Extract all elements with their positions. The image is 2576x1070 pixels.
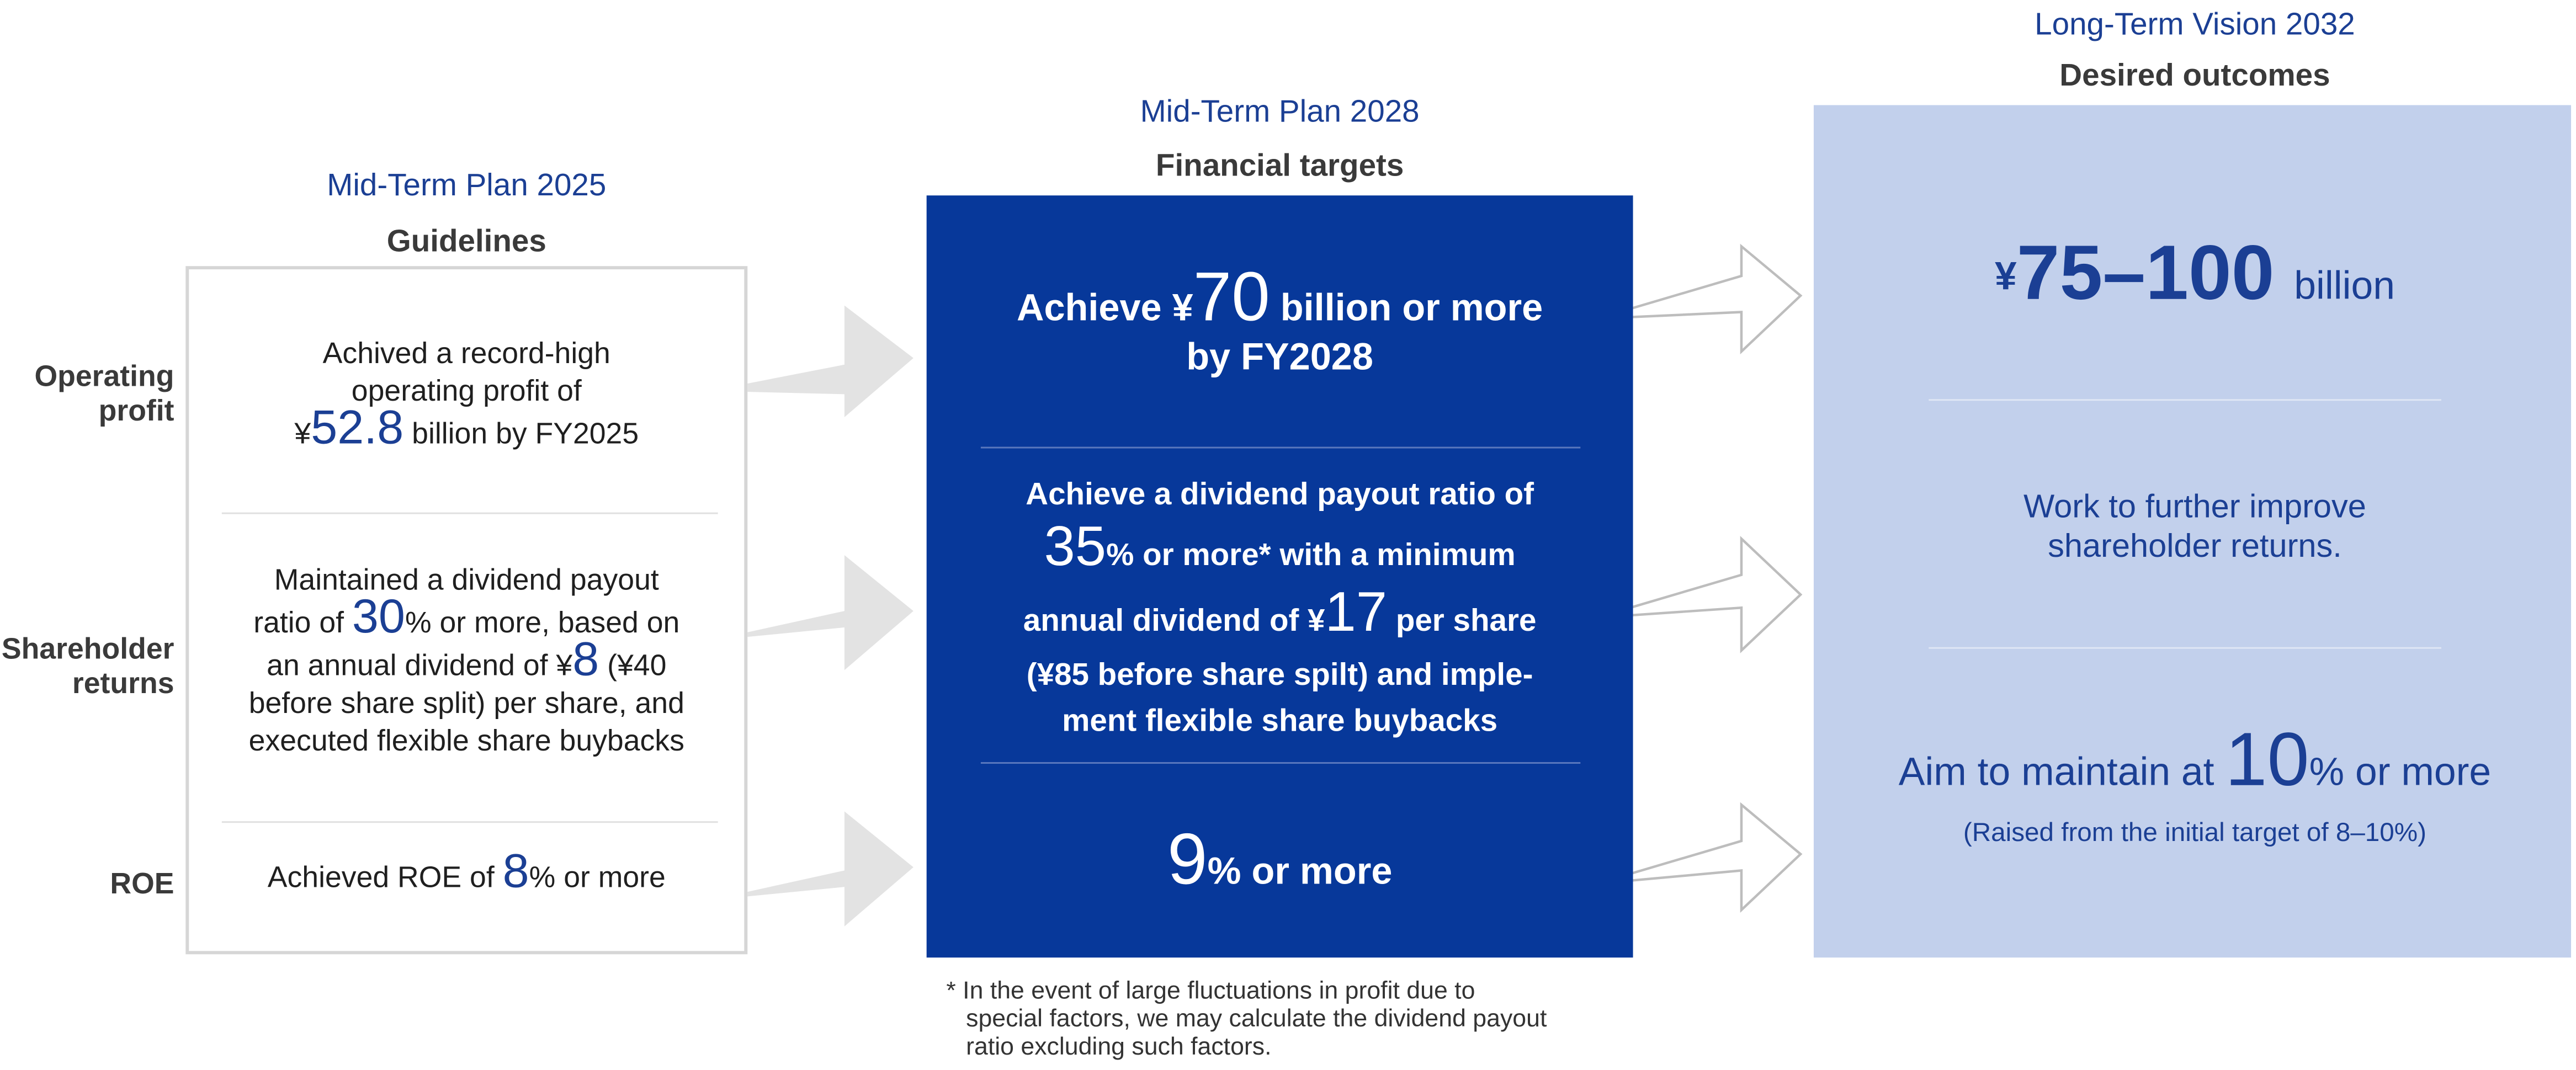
- outcomes-divider-2: [1929, 647, 2441, 649]
- gray-arrow-roe: [709, 811, 913, 927]
- target-sh-l3-post: per share: [1387, 604, 1537, 639]
- row-label-operating-line1: Operating: [34, 359, 174, 393]
- outcome-op-yen: ¥: [1994, 254, 2017, 299]
- guidelines-divider-2: [221, 821, 718, 823]
- col2-subtitle: Financial targets: [1155, 149, 1404, 184]
- target-op-line1: Achieve ¥70 billion or more: [927, 262, 1633, 332]
- guideline-roe-value: 8: [502, 845, 529, 899]
- outcome-roe-post: % or more: [2309, 750, 2492, 795]
- outcome-operating-profit: ¥75–100 billion: [1814, 227, 2576, 338]
- col3-title: Long-Term Vision 2032: [2035, 8, 2355, 43]
- guideline-sh-payout-value: 30: [352, 591, 405, 644]
- outcome-roe-value: 10: [2225, 716, 2309, 802]
- target-sh-l3-pre: annual dividend of ¥: [1023, 604, 1325, 639]
- guidelines-box: [185, 266, 748, 955]
- target-sh-dividend-value: 17: [1325, 581, 1388, 644]
- row-label-operating-line2: profit: [98, 394, 174, 427]
- target-roe-value: 9: [1167, 819, 1208, 901]
- guideline-op-line2: operating profit of: [351, 374, 582, 408]
- row-label-operating-profit: Operating profit: [0, 360, 174, 429]
- outcome-sh-line1: Work to further improve: [2023, 489, 2366, 526]
- col1-title: Mid-Term Plan 2025: [327, 169, 607, 204]
- outline-arrow-roe: [1596, 802, 1803, 913]
- guideline-op-line3: ¥52.8 billion by FY2025: [187, 405, 746, 453]
- col2-title: Mid-Term Plan 2028: [1140, 95, 1420, 130]
- targets-divider-1: [980, 446, 1581, 449]
- guideline-sh-line1: Maintained a dividend payout: [274, 563, 659, 597]
- target-sh-line3: annual dividend of ¥17 per share: [927, 585, 1633, 651]
- outcome-roe-pre: Aim to maintain at: [1898, 750, 2226, 795]
- target-sh-line5: ment flexible share buybacks: [1062, 704, 1498, 739]
- guideline-op-suffix: billion by FY2025: [403, 417, 639, 450]
- guideline-op-yen: ¥: [294, 417, 311, 450]
- outcome-op-post: billion: [2294, 264, 2395, 309]
- gray-arrow-operating: [709, 305, 913, 418]
- target-op-value: 70: [1193, 258, 1270, 336]
- outcome-shareholder-returns: Work to further improve shareholder retu…: [1814, 488, 2576, 567]
- guideline-roe-pre: Achieved ROE of: [267, 860, 503, 894]
- outcome-op-value: 75–100: [2016, 228, 2275, 316]
- outline-arrow-operating: [1596, 243, 1803, 355]
- col3-subtitle: Desired outcomes: [2059, 59, 2330, 94]
- guideline-shareholder-returns: Maintained a dividend payout ratio of 30…: [187, 562, 746, 760]
- guideline-sh-l2-pre: ratio of: [253, 606, 352, 639]
- col1-subtitle: Guidelines: [386, 225, 546, 260]
- row-label-shareholder-line1: Shareholder: [1, 632, 174, 666]
- guideline-sh-line2: ratio of 30% or more, based on: [187, 594, 746, 642]
- target-sh-payout-value: 35: [1044, 515, 1107, 578]
- outcome-roe: Aim to maintain at 10% or more: [1814, 716, 2576, 817]
- outcome-sh-line2: shareholder returns.: [2048, 529, 2342, 565]
- target-roe: 9% or more: [927, 821, 1633, 910]
- target-sh-line4: (¥85 before share spilt) and imple-: [1026, 658, 1533, 694]
- guideline-op-line1: Achived a record-high: [322, 337, 610, 370]
- target-roe-post: % or more: [1207, 849, 1393, 892]
- target-shareholder-returns: Achieve a dividend payout ratio of 35% o…: [927, 473, 1633, 742]
- row-label-shareholder-line2: returns: [72, 667, 174, 700]
- target-op-post: billion or more: [1270, 285, 1543, 329]
- guideline-roe-post: % or more: [529, 860, 666, 894]
- guideline-sh-line4: before share split) per share, and: [248, 686, 684, 720]
- guideline-op-value: 52.8: [311, 402, 404, 455]
- guideline-operating-profit: Achived a record-high operating profit o…: [187, 335, 746, 453]
- footnote-line3: ratio excluding such factors.: [966, 1033, 1272, 1061]
- gray-arrow-shareholder: [709, 555, 913, 670]
- outline-arrow-shareholder: [1596, 536, 1803, 653]
- guidelines-divider-1: [221, 512, 718, 514]
- guideline-sh-l3-pre: an annual dividend of ¥: [267, 648, 573, 682]
- desired-outcomes-box: [1813, 105, 2572, 958]
- guideline-sh-l3-post: (¥40: [599, 648, 667, 682]
- guideline-sh-l2-post: % or more, based on: [405, 606, 680, 639]
- row-label-shareholder-returns: Shareholder returns: [0, 632, 174, 701]
- guideline-sh-dividend-value: 8: [572, 634, 599, 687]
- target-sh-l2-post: % or more* with a minimum: [1106, 539, 1516, 573]
- targets-divider-2: [980, 762, 1581, 764]
- footnote-line2: special factors, we may calculate the di…: [966, 1005, 1547, 1034]
- target-operating-profit: Achieve ¥70 billion or more by FY2028: [927, 262, 1633, 381]
- guideline-roe: Achieved ROE of 8% or more: [187, 848, 746, 897]
- target-sh-line1: Achieve a dividend payout ratio of: [1026, 478, 1534, 513]
- financial-targets-box: [926, 195, 1633, 958]
- footnote-line1: * In the event of large fluctuations in …: [946, 977, 1475, 1005]
- guideline-sh-line3: an annual dividend of ¥8 (¥40: [187, 636, 746, 685]
- outcomes-divider-1: [1929, 399, 2441, 401]
- target-op-pre: Achieve ¥: [1017, 285, 1193, 329]
- guideline-sh-line5: executed flexible share buybacks: [248, 724, 684, 758]
- outcome-roe-note: (Raised from the initial target of 8–10%…: [1963, 819, 2427, 848]
- target-op-line2: by FY2028: [1186, 335, 1373, 378]
- row-label-roe: ROE: [110, 867, 174, 901]
- target-sh-line2: 35% or more* with a minimum: [927, 519, 1633, 585]
- footnote: * In the event of large fluctuations in …: [946, 977, 1669, 1061]
